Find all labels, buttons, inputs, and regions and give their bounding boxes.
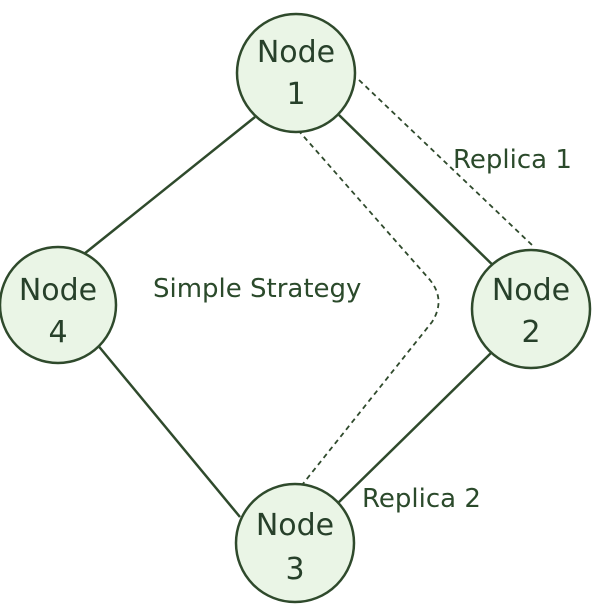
node-1: Node 1 (235, 12, 357, 134)
edge-node1-node2 (338, 114, 505, 277)
center-label: Simple Strategy (153, 274, 361, 304)
node-3-word: Node (256, 508, 334, 543)
edge-node3-node4 (95, 342, 241, 518)
node-3-number: 3 (285, 552, 304, 587)
replica-2-path (297, 129, 440, 491)
edge-node2-node3 (337, 352, 492, 504)
node-1-number: 1 (286, 77, 305, 112)
node-2-word: Node (492, 273, 570, 308)
node-4-number: 4 (48, 315, 67, 350)
node-1-word: Node (257, 35, 335, 70)
node-2-number: 2 (521, 315, 540, 350)
replica-1-path (358, 79, 533, 246)
node-4-word: Node (19, 273, 97, 308)
node-3: Node 3 (234, 482, 356, 604)
replica-2-label: Replica 2 (362, 484, 481, 514)
edge-node4-node1 (83, 116, 256, 255)
node-4: Node 4 (0, 245, 118, 365)
replica-1-label: Replica 1 (453, 145, 572, 175)
node-2: Node 2 (470, 248, 592, 370)
